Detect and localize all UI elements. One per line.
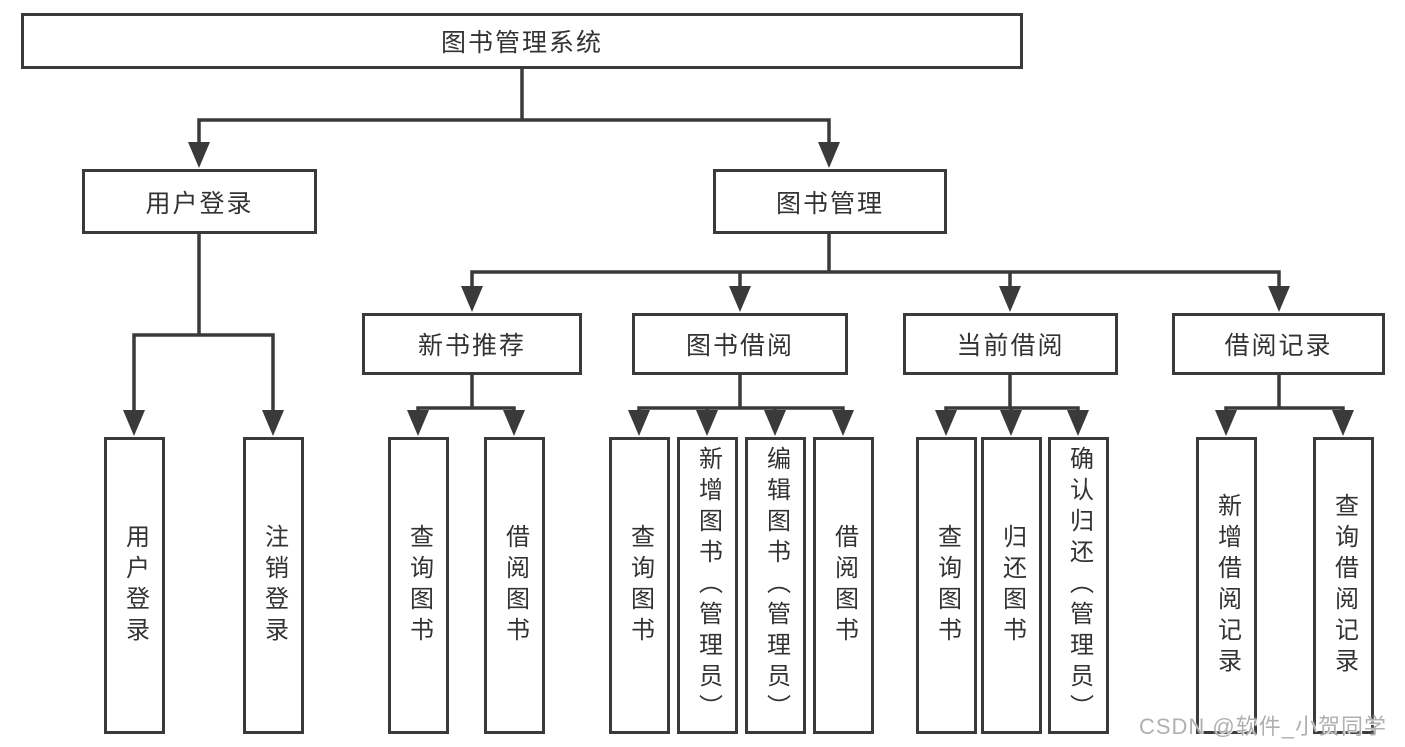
leaf-edit-book-admin: 编辑图书（管理员） bbox=[745, 437, 806, 734]
leaf-borrow-books-borrowing-label: 借阅图书 bbox=[830, 523, 858, 648]
node-current-borrowing: 当前借阅 bbox=[903, 313, 1118, 375]
node-borrowing-records-label: 借阅记录 bbox=[1224, 332, 1333, 360]
node-root-label: 图书管理系统 bbox=[440, 29, 603, 57]
node-new-book-recommendation-label: 新书推荐 bbox=[417, 332, 526, 360]
leaf-add-book-admin-label: 新增图书（管理员） bbox=[694, 446, 722, 725]
connector-userlogin-to-leaves bbox=[132, 234, 275, 412]
leaf-confirm-return-admin-label: 确认归还（管理员） bbox=[1065, 446, 1093, 725]
leaf-user-login-label: 用户登录 bbox=[121, 523, 149, 648]
leaf-query-borrow-record-label: 查询借阅记录 bbox=[1330, 492, 1358, 679]
leaf-query-books-newbook-label: 查询图书 bbox=[405, 523, 433, 648]
node-user-login-label: 用户登录 bbox=[145, 189, 254, 218]
leaf-add-borrow-record-label: 新增借阅记录 bbox=[1213, 492, 1241, 679]
node-current-borrowing-label: 当前借阅 bbox=[956, 332, 1065, 360]
leaf-query-books-borrowing-label: 查询图书 bbox=[626, 523, 654, 648]
connector-borrowrecords-to-leaves bbox=[1224, 375, 1345, 412]
leaf-query-borrow-record: 查询借阅记录 bbox=[1313, 437, 1374, 734]
leaf-borrow-books-borrowing: 借阅图书 bbox=[813, 437, 874, 734]
connector-currentborrow-to-leaves bbox=[944, 375, 1080, 412]
node-root-library-system: 图书管理系统 bbox=[21, 13, 1023, 69]
leaf-borrow-books-newbook-label: 借阅图书 bbox=[501, 523, 529, 648]
leaf-query-books-newbook: 查询图书 bbox=[388, 437, 449, 734]
leaf-add-borrow-record: 新增借阅记录 bbox=[1196, 437, 1257, 734]
leaf-return-books-label: 归还图书 bbox=[998, 523, 1026, 648]
leaf-logout-label: 注销登录 bbox=[260, 523, 288, 648]
connector-root-to-level2 bbox=[197, 69, 831, 144]
node-user-login: 用户登录 bbox=[82, 169, 317, 234]
leaf-logout: 注销登录 bbox=[243, 437, 304, 734]
leaf-query-books-current: 查询图书 bbox=[916, 437, 977, 734]
node-book-management-label: 图书管理 bbox=[775, 189, 884, 218]
leaf-return-books: 归还图书 bbox=[981, 437, 1042, 734]
connector-bookmgmt-to-level3 bbox=[470, 234, 1281, 288]
leaf-confirm-return-admin: 确认归还（管理员） bbox=[1048, 437, 1109, 734]
leaf-add-book-admin: 新增图书（管理员） bbox=[677, 437, 738, 734]
arrowheads bbox=[123, 142, 1354, 436]
connector-newbook-to-leaves bbox=[416, 375, 516, 412]
node-borrowing-records: 借阅记录 bbox=[1172, 313, 1385, 375]
node-new-book-recommendation: 新书推荐 bbox=[362, 313, 582, 375]
leaf-edit-book-admin-label: 编辑图书（管理员） bbox=[762, 446, 790, 725]
node-book-management: 图书管理 bbox=[713, 169, 947, 234]
leaf-query-books-current-label: 查询图书 bbox=[933, 523, 961, 648]
leaf-query-books-borrowing: 查询图书 bbox=[609, 437, 670, 734]
csdn-watermark: CSDN @软件_小贺同学 bbox=[1138, 714, 1387, 739]
leaf-user-login: 用户登录 bbox=[104, 437, 165, 734]
node-book-borrowing-label: 图书借阅 bbox=[685, 332, 794, 360]
connector-bookborrow-to-leaves bbox=[637, 375, 845, 412]
leaf-borrow-books-newbook: 借阅图书 bbox=[484, 437, 545, 734]
node-book-borrowing: 图书借阅 bbox=[632, 313, 848, 375]
